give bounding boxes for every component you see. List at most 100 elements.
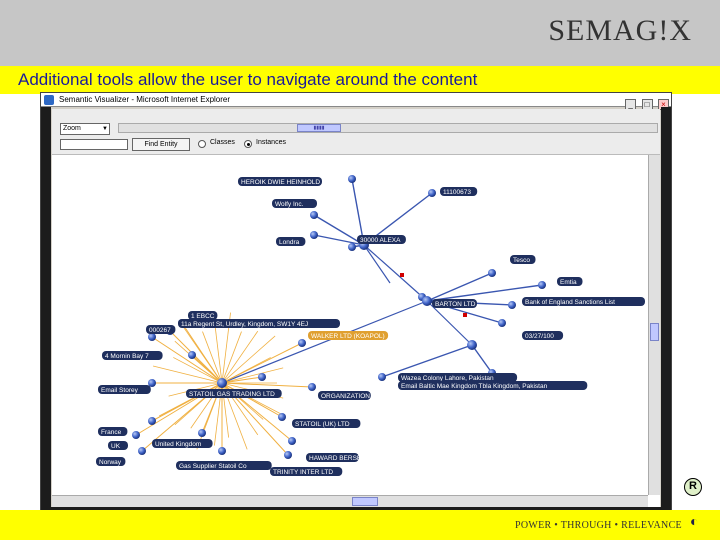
registered-mark-icon: R xyxy=(684,478,702,496)
node-label-bg xyxy=(238,177,322,186)
node-label[interactable]: BARTON LTD xyxy=(435,301,476,308)
nav-arrow-icon[interactable]: ◐ xyxy=(690,513,699,529)
graph-edge xyxy=(221,376,263,384)
graph-edge xyxy=(363,244,391,284)
node-label[interactable]: Wazea Colony Lahore, Pakistan xyxy=(401,375,494,382)
node-label[interactable]: 03/27/100 xyxy=(525,333,554,340)
graph-node[interactable] xyxy=(488,269,496,277)
graph-edge xyxy=(381,344,473,378)
graph-node[interactable] xyxy=(188,351,196,359)
graph-node[interactable] xyxy=(348,243,356,251)
graph-node[interactable] xyxy=(428,189,436,197)
horizontal-scrollbar-thumb[interactable] xyxy=(352,497,378,506)
graph-node[interactable] xyxy=(310,231,318,239)
graph-node[interactable] xyxy=(378,373,386,381)
node-label[interactable]: 4 Mornin Bay 7 xyxy=(105,353,149,360)
ie-app-icon xyxy=(44,95,54,105)
graph-edge xyxy=(426,300,473,346)
graph-edge xyxy=(173,357,223,384)
graph-edge xyxy=(313,234,365,246)
zoom-scrollbar-thumb[interactable]: ▮▮▮▮ xyxy=(297,124,341,132)
graph-node[interactable] xyxy=(467,340,477,350)
graph-node[interactable] xyxy=(348,175,356,183)
graph-node[interactable] xyxy=(258,373,266,381)
node-label[interactable]: HAWARD BERSE xyxy=(309,455,362,462)
node-label[interactable]: Gas Supplier Statoil Co xyxy=(179,463,247,470)
node-label-bg xyxy=(357,235,406,244)
node-label[interactable]: HEROIK DWIE HEINHOLD xyxy=(241,179,320,186)
graph-node[interactable] xyxy=(148,417,156,425)
node-label[interactable]: Tesco xyxy=(513,257,530,264)
node-label-bg xyxy=(440,187,478,196)
graph-node[interactable] xyxy=(132,431,140,439)
vertical-scrollbar[interactable] xyxy=(648,155,660,495)
node-label[interactable]: Emtia xyxy=(560,279,577,286)
node-label[interactable]: WALKER LTD (KOAPOL) xyxy=(311,333,385,340)
node-label-bg xyxy=(98,385,151,394)
graph-node[interactable] xyxy=(198,429,206,437)
graph-node[interactable] xyxy=(308,383,316,391)
node-label[interactable]: Bank of England Sanctions List xyxy=(525,299,615,306)
node-label[interactable]: STATOIL GAS TRADING LTD xyxy=(189,391,275,398)
title-band xyxy=(0,66,720,94)
node-label[interactable]: Londra xyxy=(279,239,300,246)
find-entity-button[interactable]: Find Entity xyxy=(132,138,190,151)
node-label[interactable]: 000267 xyxy=(149,327,171,334)
node-label[interactable]: Email Baltic Mae Kingdom Tbla Kingdom, P… xyxy=(401,383,548,390)
node-label-bg xyxy=(96,457,126,466)
radio-classes[interactable] xyxy=(198,140,206,148)
window-titlebar[interactable]: Semantic Visualizer - Microsoft Internet… xyxy=(41,93,671,110)
graph-node[interactable] xyxy=(218,447,226,455)
horizontal-scrollbar[interactable] xyxy=(52,495,648,507)
node-label-bg xyxy=(432,299,477,308)
node-label[interactable]: Norway xyxy=(99,459,122,466)
graph-node[interactable] xyxy=(310,211,318,219)
semagix-logo: SEMAG!X xyxy=(548,14,692,47)
graph-node[interactable] xyxy=(148,333,156,341)
graph-node[interactable] xyxy=(148,379,156,387)
node-label[interactable]: 11a Regent St, Urdley, Kingdom, SW1Y 4EJ xyxy=(181,321,308,328)
graph-edge xyxy=(221,382,313,388)
graph-node[interactable] xyxy=(278,413,286,421)
graph-edge xyxy=(202,331,223,384)
zoom-scrollbar[interactable]: ▮▮▮▮ xyxy=(118,123,658,133)
node-label[interactable]: ORGANIZATION xyxy=(321,393,370,400)
graph-edge xyxy=(363,244,428,302)
graph-node[interactable] xyxy=(422,296,432,306)
graph-node[interactable] xyxy=(138,447,146,455)
zoom-select[interactable]: Zoom ▼ xyxy=(60,123,110,135)
radio-classes-label: Classes xyxy=(210,139,235,146)
graph-node[interactable] xyxy=(217,378,227,388)
graph-edge xyxy=(426,284,543,302)
node-label[interactable]: 30000 ALEXA xyxy=(360,237,401,244)
node-label[interactable]: UK xyxy=(111,443,121,450)
radio-instances[interactable] xyxy=(244,140,252,148)
slide-title: Additional tools allow the user to navig… xyxy=(18,70,478,89)
window-frame-left xyxy=(41,107,51,517)
node-label[interactable]: Email Storey xyxy=(101,387,139,394)
graph-edge xyxy=(151,336,223,384)
graph-edge xyxy=(221,382,283,418)
node-label-bg xyxy=(188,311,218,320)
node-label[interactable]: 11100673 xyxy=(443,189,471,196)
node-label[interactable]: TRINITY INTER LTD xyxy=(273,469,333,476)
node-label[interactable]: United Kingdom xyxy=(155,441,201,448)
graph-node[interactable] xyxy=(288,437,296,445)
entity-search-input[interactable] xyxy=(60,139,128,150)
graph-node[interactable] xyxy=(508,301,516,309)
graph-node[interactable] xyxy=(284,451,292,459)
node-label[interactable]: France xyxy=(101,429,122,436)
graph-edge xyxy=(221,335,276,384)
node-label[interactable]: STATOIL (UK) LTD xyxy=(295,421,350,428)
graph-node[interactable] xyxy=(498,319,506,327)
graph-node[interactable] xyxy=(538,281,546,289)
vertical-scrollbar-thumb[interactable] xyxy=(650,323,659,341)
node-label-bg xyxy=(146,325,176,334)
graph-node[interactable] xyxy=(298,339,306,347)
node-label[interactable]: Wolfy Inc. xyxy=(275,201,304,208)
selection-marker xyxy=(463,313,467,317)
node-label-bg xyxy=(557,277,583,286)
node-label[interactable]: 1 EBCC xyxy=(191,313,215,320)
